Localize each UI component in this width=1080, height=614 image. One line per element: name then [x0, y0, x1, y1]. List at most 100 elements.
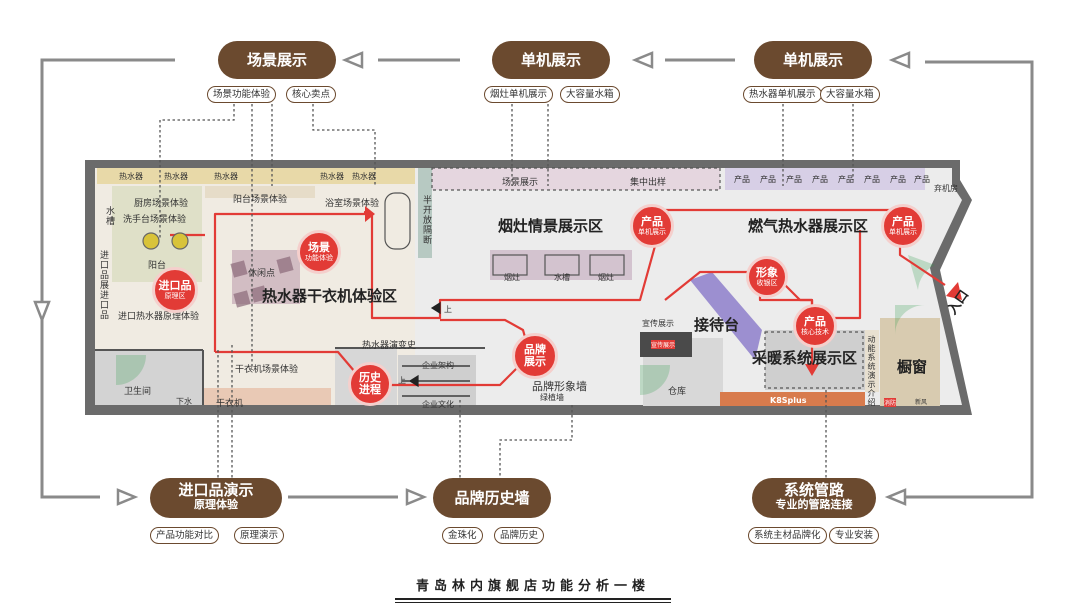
up-label: 上 [398, 376, 406, 385]
company-arch: 企业架构 [422, 361, 454, 370]
machine-room: 弃机房 [934, 184, 958, 193]
product-box: 产品 [914, 175, 930, 184]
gas-heater-zone: 燃气热水器展示区 [748, 217, 869, 235]
window-display: 橱窗 [897, 358, 928, 376]
chip: 热水器单机展示 [743, 86, 822, 103]
sink-scene: 洗手台场景体验 [123, 215, 187, 225]
caption-underline [395, 598, 671, 603]
brand-wall: 品牌形象墙 [532, 380, 587, 393]
marker-sub: 核心技术 [801, 327, 829, 336]
marker-sub: 功能体验 [305, 253, 333, 262]
marker-sub: 进程 [359, 383, 381, 396]
marker-scene: 场景 功能体验 [297, 230, 341, 274]
marker-title: 场景 [308, 240, 330, 254]
pill-heater-single-display: 单机展示 [754, 41, 872, 79]
pill-title: 场景展示 [246, 51, 307, 69]
caption-text: 青岛林内旗舰店功能分析一楼 [415, 579, 650, 594]
heater-box: 热水器 [320, 172, 344, 181]
heater-box: 热水器 [352, 172, 376, 181]
pill-title: 进口品演示 [178, 481, 254, 499]
product-box: 产品 [786, 175, 802, 184]
dryer: 干衣机 [216, 399, 244, 409]
chip: 金珠化 [442, 527, 483, 544]
product-box: 产品 [812, 175, 828, 184]
heater-box: 热水器 [164, 172, 188, 181]
pill-title: 单机展示 [782, 51, 843, 69]
central-cabinet: 集中出样 [630, 178, 667, 188]
chip: 品牌历史 [494, 527, 545, 544]
marker-sub: 原理区 [164, 291, 186, 300]
heater-evolution: 热水器演变史 [362, 341, 417, 351]
pill-subtitle: 专业的管路连接 [775, 498, 853, 511]
heating-zone: 采暖系统展示区 [752, 349, 858, 367]
caption: 青岛林内旗舰店功能分析一楼 [395, 575, 671, 603]
reception: 接待台 [694, 316, 740, 334]
promo: 宣传展示 [642, 319, 674, 328]
system-wall: 动能系统演示介绍 [867, 335, 876, 407]
storage: 仓库 [668, 387, 687, 397]
pill-import-demo: 进口品演示 原理体验 [150, 478, 282, 518]
stove-item: 烟灶 [504, 273, 520, 282]
marker-title: 历史 [359, 371, 381, 384]
chip: 系统主材品牌化 [748, 527, 827, 544]
product-box: 产品 [734, 175, 750, 184]
company-culture: 企业文化 [422, 400, 454, 409]
import-wall: 进口品展进口品 [98, 250, 108, 320]
fire-box: 消防 [884, 398, 897, 407]
pill-title: 单机展示 [520, 51, 581, 69]
marker-title: 产品 [641, 214, 663, 228]
import-principle: 进口热水器原理体验 [118, 312, 200, 322]
water-tank: 水槽 [104, 206, 114, 226]
stove-item: 水槽 [554, 273, 570, 282]
product-box: 产品 [890, 175, 906, 184]
pill-title: 系统管路 [783, 481, 844, 499]
floor-drain: 下水 [176, 397, 192, 406]
product-box: 产品 [760, 175, 776, 184]
balcony-scene: 阳台场景体验 [233, 195, 288, 205]
marker-title: 产品 [892, 214, 914, 228]
dryer-scene: 干衣机场景体验 [235, 365, 299, 375]
newwind-box: 新风 [915, 399, 928, 406]
dryer-zone: 热水器干衣机体验区 [262, 287, 398, 305]
marker-product-heater: 产品 单机展示 [881, 204, 925, 248]
chip: 核心卖点 [286, 86, 337, 103]
marker-image-cashier: 形象 收银区 [746, 256, 788, 298]
chip: 专业安装 [829, 527, 880, 544]
half-partition: 半开放隔断 [421, 195, 431, 245]
marker-title: 产品 [804, 314, 826, 328]
pill-scene-display: 场景展示 [218, 41, 336, 79]
marker-title: 品牌 [524, 343, 546, 356]
marker-sub: 展示 [524, 355, 546, 368]
marker-sub: 单机展示 [638, 227, 666, 236]
marker-title: 形象 [756, 265, 778, 279]
heater-box: 热水器 [119, 172, 143, 181]
marker-brand: 品牌 展示 [512, 333, 558, 379]
rest-point: 休闲点 [248, 269, 276, 279]
pill-stove-single-display: 单机展示 [492, 41, 610, 79]
pill-system-pipeline: 系统管路 专业的管路连接 [752, 478, 876, 518]
pill-subtitle: 原理体验 [194, 498, 238, 511]
stove-zone: 烟灶情景展示区 [498, 217, 604, 235]
marker-sub: 收银区 [756, 278, 778, 287]
up-label: 上 [444, 305, 452, 314]
chip: 大容量水箱 [820, 86, 880, 103]
marker-sub: 单机展示 [889, 227, 917, 236]
yangtai-label: 阳台 [148, 261, 167, 271]
stove-item: 烟灶 [598, 273, 614, 282]
chip: 产品功能对比 [150, 527, 220, 544]
pill-brand-history-wall: 品牌历史墙 [433, 478, 551, 518]
chip: 场景功能体验 [207, 86, 277, 103]
promo-tag: 宣传展示 [651, 340, 676, 349]
marker-title: 进口品 [158, 278, 192, 292]
restroom: 卫生间 [124, 387, 152, 397]
marker-core-tech: 产品 核心技术 [793, 304, 837, 348]
k8-product: K8Splus [770, 396, 807, 405]
marker-history: 历史 进程 [348, 362, 392, 406]
brand-wall-sub: 绿植墙 [540, 393, 564, 402]
marker-import: 进口品 原理区 [152, 267, 198, 313]
stove-display: 场景展示 [502, 178, 539, 188]
